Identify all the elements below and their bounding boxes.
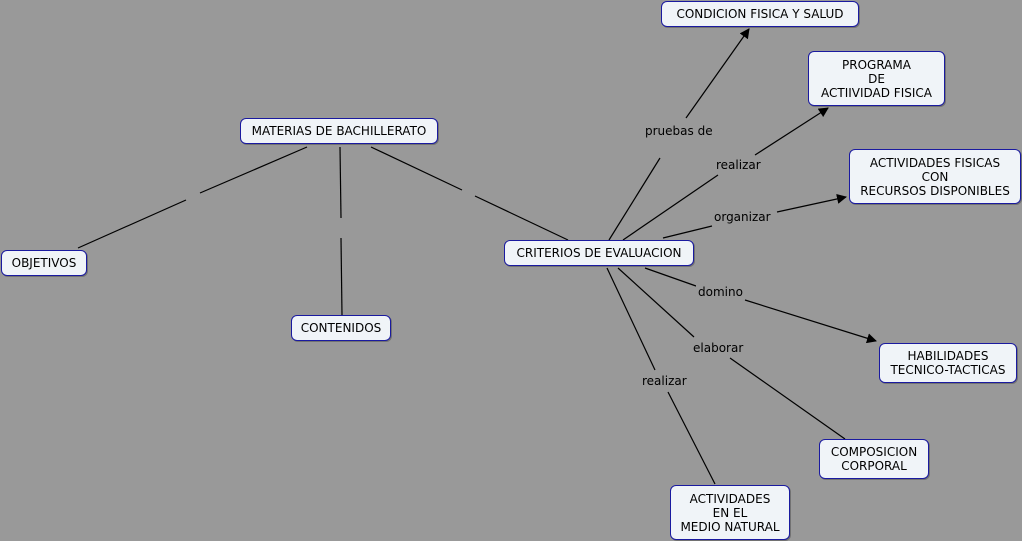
node-habilidades-tecnico-tacticas[interactable]: HABILIDADES TECNICO-TACTICAS (879, 343, 1017, 383)
link-realizar-medio-b (667, 391, 716, 485)
link-label-organizar: organizar (712, 210, 773, 224)
link-elaborar-a (617, 267, 695, 338)
link-materias-contenidos (339, 146, 342, 219)
node-actividades-medio-natural[interactable]: ACTIVIDADES EN EL MEDIO NATURAL (670, 485, 790, 540)
link-realizar-programa-b (754, 107, 829, 156)
node-condicion-fisica-y-salud[interactable]: CONDICION FISICA Y SALUD (661, 1, 859, 27)
link-label-pruebas-de: pruebas de (643, 124, 715, 138)
node-programa-actividad-fisica[interactable]: PROGRAMA DE ACTIIVIDAD FISICA (808, 51, 945, 106)
link-domino-a (644, 267, 697, 287)
link-pruebas-b (685, 28, 750, 119)
node-objetivos[interactable]: OBJETIVOS (1, 250, 87, 276)
node-criterios-de-evaluacion[interactable]: CRITERIOS DE EVALUACION (504, 240, 694, 266)
node-composicion-corporal[interactable]: COMPOSICION CORPORAL (819, 439, 929, 479)
link-label-realizar-programa: realizar (714, 158, 763, 172)
link-materias-objetivos-b (77, 199, 187, 249)
node-materias-de-bachillerato[interactable]: MATERIAS DE BACHILLERATO (240, 118, 438, 144)
link-pruebas-a (608, 157, 661, 241)
link-materias-contenidos-b (340, 237, 343, 316)
link-label-domino: domino (696, 285, 745, 299)
link-materias-objetivos (199, 146, 308, 194)
link-organizar-b (776, 194, 847, 213)
link-domino-b (744, 299, 877, 344)
link-realizar-medio-a (606, 267, 656, 371)
node-actividades-recursos-disponibles[interactable]: ACTIVIDADES FISICAS CON RECURSOS DISPONI… (849, 149, 1021, 204)
link-materias-criterios (370, 146, 463, 191)
link-elaborar-b (729, 357, 846, 440)
node-contenidos[interactable]: CONTENIDOS (291, 315, 391, 341)
link-organizar-a (662, 225, 713, 239)
link-label-elaborar: elaborar (691, 341, 746, 355)
link-label-realizar-medio: realizar (640, 374, 689, 388)
link-materias-criterios-b (474, 195, 569, 241)
link-realizar-programa-a (622, 174, 719, 241)
